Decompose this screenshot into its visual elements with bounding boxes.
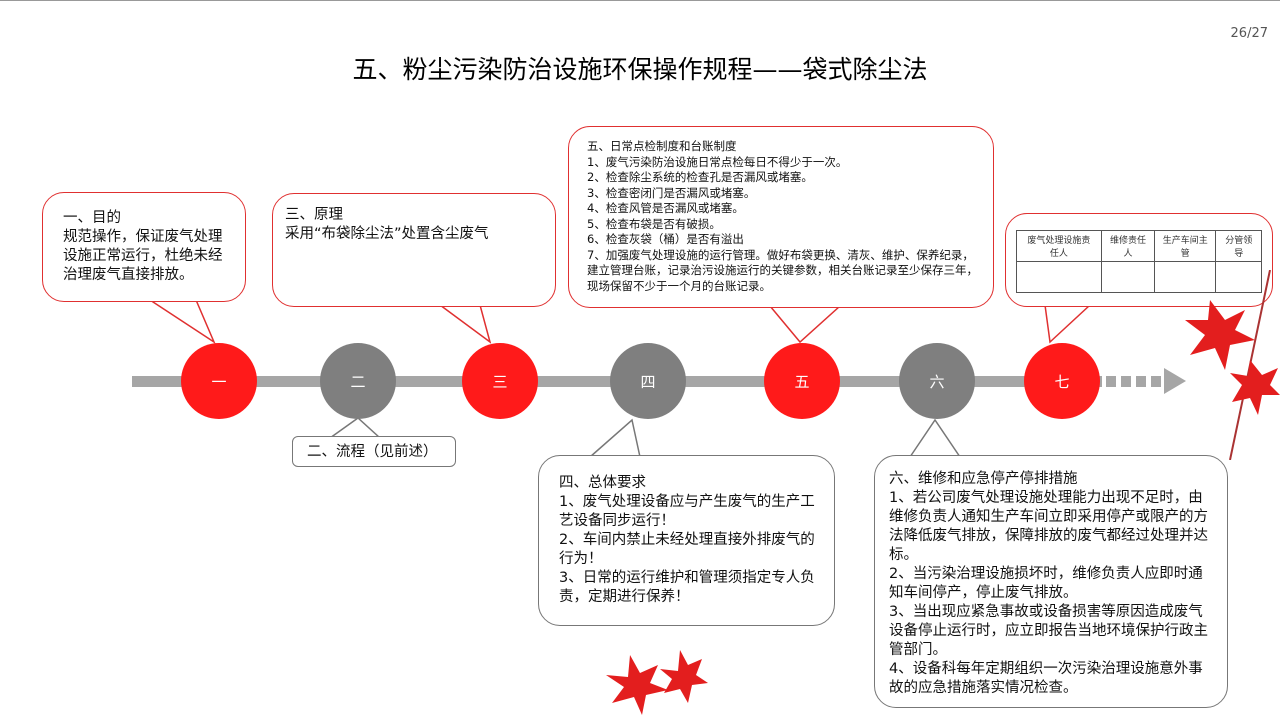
timeline-node-4[interactable]: 四 [610, 343, 686, 419]
table-header: 分管领导 [1215, 230, 1262, 262]
top-divider [0, 0, 1280, 1]
timeline-node-3[interactable]: 三 [462, 343, 538, 419]
page-number: 26/27 [1230, 26, 1268, 41]
table-cell [1215, 261, 1262, 293]
table-cell [1154, 261, 1217, 293]
table-cell [1100, 261, 1156, 293]
table-header: 生产车间主管 [1154, 230, 1217, 262]
callout-text: 六、维修和应急停产停排措施 1、若公司废气处理设施处理能力出现不足时，由维修负责… [889, 471, 1208, 696]
callout-text: 一、目的 规范操作，保证废气处理设施正常运行，杜绝未经治理废气直接排放。 [63, 210, 223, 283]
timeline-dash [1106, 376, 1116, 387]
timeline-node-6[interactable]: 六 [899, 343, 975, 419]
callout-process: 二、流程（见前述） [292, 436, 456, 467]
callout-text: 四、总体要求 1、废气处理设备应与产生废气的生产工艺设备同步运行！ 2、车间内禁… [559, 475, 815, 605]
table-cell [1016, 261, 1102, 293]
callout-purpose: 一、目的 规范操作，保证废气处理设施正常运行，杜绝未经治理废气直接排放。 [42, 192, 246, 302]
callout-principle: 三、原理 采用“布袋除尘法”处置含尘废气 [272, 193, 556, 307]
maple-leaf-decoration-icon [1185, 270, 1280, 460]
timeline-dash [1121, 376, 1131, 387]
slide-title: 五、粉尘污染防治设施环保操作规程——袋式除尘法 [352, 55, 928, 84]
callout-emergency: 六、维修和应急停产停排措施 1、若公司废气处理设施处理能力出现不足时，由维修负责… [874, 455, 1228, 708]
callout-responsibility: 废气处理设施责任人 维修责任人 生产车间主管 分管领导 [1005, 213, 1273, 307]
callout-inspection: 五、日常点检制度和台账制度 1、废气污染防治设施日常点检每日不得少于一次。 2、… [568, 126, 994, 308]
maple-leaf-decoration-icon [606, 650, 708, 715]
table-header: 废气处理设施责任人 [1016, 230, 1102, 262]
timeline-node-1[interactable]: 一 [181, 343, 257, 419]
table-header: 维修责任人 [1100, 230, 1156, 262]
callout-requirements: 四、总体要求 1、废气处理设备应与产生废气的生产工艺设备同步运行！ 2、车间内禁… [538, 455, 835, 626]
timeline-dash [1151, 376, 1161, 387]
callout-text: 三、原理 采用“布袋除尘法”处置含尘废气 [285, 207, 489, 242]
timeline-node-7[interactable]: 七 [1024, 343, 1100, 419]
arrow-head-icon [1164, 368, 1186, 394]
callout-text: 二、流程（见前述） [307, 444, 438, 460]
responsibility-table: 废气处理设施责任人 维修责任人 生产车间主管 分管领导 [1016, 230, 1262, 293]
timeline-dash [1136, 376, 1146, 387]
timeline-node-5[interactable]: 五 [764, 343, 840, 419]
callout-text: 五、日常点检制度和台账制度 1、废气污染防治设施日常点检每日不得少于一次。 2、… [587, 139, 978, 293]
timeline-node-2[interactable]: 二 [320, 343, 396, 419]
